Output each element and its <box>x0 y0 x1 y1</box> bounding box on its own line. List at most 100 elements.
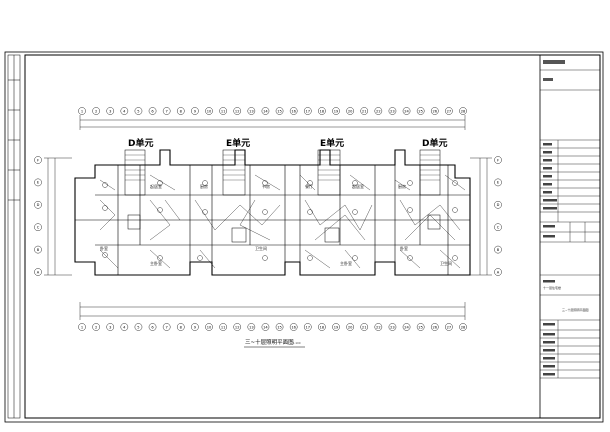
axis-bubble-label: 11 <box>221 109 226 113</box>
axis-bubble-label: 5 <box>137 325 139 329</box>
axis-bubble-label: 9 <box>194 109 197 113</box>
axis-bubble: 5 <box>134 107 143 115</box>
unit-label-e-left: E单元 <box>226 137 250 149</box>
axis-bubble: 22 <box>374 107 383 115</box>
axis-bubble-label: 24 <box>404 325 409 329</box>
room-label: 主卧室 <box>340 260 352 266</box>
unit-label-e-right: E单元 <box>320 137 344 149</box>
axis-bubble: A <box>34 268 42 276</box>
axis-bubble-label: 4 <box>123 325 126 329</box>
axis-bubble-label: A <box>497 270 500 274</box>
bottom-dimension-lines <box>79 302 466 320</box>
axis-bubble-label: 13 <box>249 109 254 113</box>
title-block-project: 十一层住宅楼 <box>543 285 561 290</box>
axis-bubble: 6 <box>148 323 157 331</box>
axis-bubble-label: 4 <box>123 109 126 113</box>
axis-bubble: 2 <box>92 107 100 115</box>
axis-bubble: 24 <box>402 323 411 331</box>
left-dimension-lines <box>44 157 72 276</box>
axis-bubble: 3 <box>106 107 115 115</box>
axis-bubble: E <box>34 178 42 187</box>
axis-bubble: 25 <box>416 323 425 331</box>
right-dimension-lines <box>470 157 492 276</box>
axis-bubble: 18 <box>318 107 326 115</box>
axis-bubble-label: 23 <box>390 325 395 329</box>
axis-bubble: 19 <box>332 107 340 115</box>
axis-bubble: 11 <box>219 107 227 115</box>
binding-strip <box>7 54 21 419</box>
axis-bubble-label: A <box>37 270 40 274</box>
axis-bubble: 6 <box>148 107 157 115</box>
axis-bubble: 27 <box>445 323 453 331</box>
axis-bubble-label: 6 <box>151 325 154 329</box>
room-label: 卫生间 <box>440 260 452 266</box>
axis-bubble-label: 20 <box>348 325 353 329</box>
axis-bubble-label: 18 <box>320 109 325 113</box>
light-fixtures <box>102 180 458 261</box>
drawing-title: 三~十层照明平面图 <box>245 338 294 346</box>
axis-bubble-label: 8 <box>180 109 183 113</box>
axis-bubble: 13 <box>247 107 256 115</box>
axis-bubble: 27 <box>445 107 453 115</box>
axis-bubble: 10 <box>205 107 213 115</box>
axis-bubble-label: 25 <box>418 109 423 113</box>
axis-bubble-label: 1 <box>81 109 83 113</box>
axis-bubble-label: 25 <box>418 325 423 329</box>
axis-bubble: 12 <box>233 323 242 331</box>
axis-bubble: A <box>494 268 502 276</box>
room-label: 厨房 <box>200 183 208 189</box>
axis-bubble-label: 6 <box>151 109 154 113</box>
axis-bubble-label: 5 <box>137 109 139 113</box>
axis-bubble: B <box>494 245 502 254</box>
axis-bubble: D <box>494 200 502 209</box>
axis-bubble-label: 7 <box>166 109 168 113</box>
axis-bubble: 21 <box>360 107 369 115</box>
axis-bubble-label: 24 <box>404 109 409 113</box>
room-labels: 起居室 卧室 主卧室 厨房 卫生间 书房 餐厅 起居室 主卧室 卧室 厨房 卫生… <box>100 183 452 266</box>
axis-bubble: 25 <box>416 107 425 115</box>
axis-bubble-label: 19 <box>334 325 339 329</box>
axis-bubble-label: 10 <box>207 325 212 329</box>
axis-bubble-label: 28 <box>461 109 466 113</box>
interior-walls <box>75 165 470 275</box>
axis-bubble-label: 3 <box>109 109 111 113</box>
axis-bubble-label: 27 <box>447 325 452 329</box>
axis-bubble: 23 <box>388 107 397 115</box>
top-dimension-lines <box>79 115 466 130</box>
axis-bubble: 18 <box>318 323 326 331</box>
axis-bubble-label: D <box>37 203 40 207</box>
axis-bubble: 2 <box>92 323 100 331</box>
axis-bubble-label: 15 <box>277 325 282 329</box>
axis-bubble-label: D <box>497 203 500 207</box>
room-label: 起居室 <box>352 183 364 189</box>
axis-bubble-label: 10 <box>207 109 212 113</box>
axis-bubble-label: 12 <box>235 325 240 329</box>
axis-bubble-label: 14 <box>263 109 268 113</box>
stair-treads <box>125 154 440 181</box>
axis-bubble: 28 <box>459 323 467 331</box>
axis-bubble: 9 <box>191 107 199 115</box>
axis-bubble-label: 3 <box>109 325 111 329</box>
axis-bubble-label: 16 <box>291 325 296 329</box>
axis-bubble-label: 19 <box>334 109 339 113</box>
axis-bubble: 23 <box>388 323 397 331</box>
axis-bubble-label: B <box>497 248 500 252</box>
axis-bubble: 13 <box>247 323 256 331</box>
room-label: 主卧室 <box>150 260 162 266</box>
axis-bubble-label: E <box>497 181 500 185</box>
title-block-sheet-name: 三~十层照明平面图 <box>562 307 589 312</box>
axis-bubble: C <box>494 223 502 231</box>
axis-bubble-label: 28 <box>461 325 466 329</box>
axis-bubble: 22 <box>374 323 383 331</box>
room-label: 书房 <box>262 183 270 189</box>
axis-bubble-label: 16 <box>291 109 296 113</box>
axis-bubble-label: 8 <box>180 325 183 329</box>
room-label: 卫生间 <box>255 245 267 251</box>
room-label: 厨房 <box>398 183 406 189</box>
stair-cores <box>124 149 441 196</box>
axis-bubble: B <box>34 245 42 254</box>
axis-bubble: 10 <box>205 323 213 331</box>
axis-bubble: F <box>34 156 42 164</box>
